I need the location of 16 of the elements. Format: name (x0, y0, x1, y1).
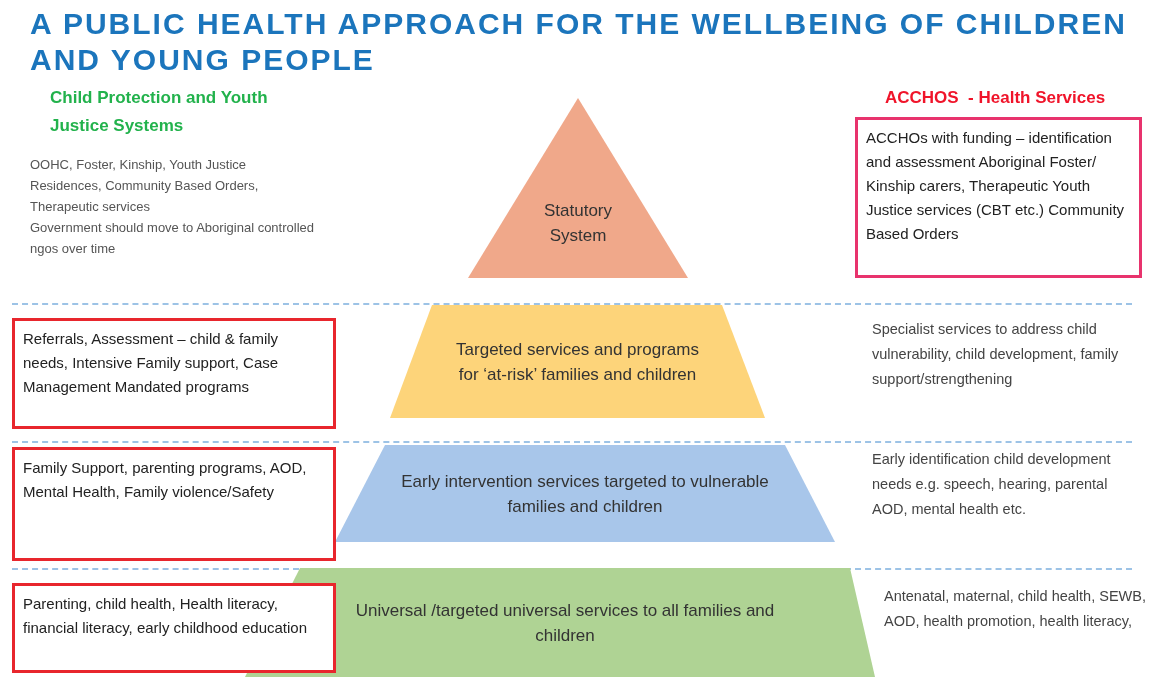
note-box: ACCHOs with funding – identification and assessment Aboriginal Foster/ Kinship carers, Therapeutic Youth Justice services (CBT etc.) Community Based Orders (855, 117, 1142, 278)
tier-label: Universal /targeted universal services to all families and children (355, 599, 775, 647)
note-text: Specialist services to address child vulnerability, child development, family support/strengthening (872, 320, 1120, 389)
tier-label: Early intervention services targeted to vulnerable families and children (400, 470, 770, 518)
note-box: Family Support, parenting programs, AOD, Mental Health, Family violence/Safety (12, 447, 336, 561)
note-text: Government should move to Aboriginal controlled ngos over time (30, 219, 315, 258)
page-title: A PUBLIC HEALTH APPROACH FOR THE WELLBEING OF CHILDREN AND YOUNG PEOPLE (30, 6, 1128, 78)
column-heading: Child Protection and Youth Justice Systems (50, 87, 269, 137)
note-box: Parenting, child health, Health literacy, financial literacy, early childhood education (12, 583, 336, 673)
tier-label: Targeted services and programs for ‘at-risk’ families and children (455, 338, 700, 386)
tier-label: Statutory System (542, 200, 613, 247)
note-text: Antenatal, maternal, child health, SEWB, AOD, health promotion, health literacy, (884, 587, 1146, 631)
column-heading: ACCHOS - Health Services (885, 87, 1107, 109)
note-box: Referrals, Assessment – child & family needs, Intensive Family support, Case Management Mandated programs (12, 318, 336, 429)
note-text: OOHC, Foster, Kinship, Youth Justice Residences, Community Based Orders, Therapeutic services (30, 156, 260, 216)
note-text: Early identification child development needs e.g. speech, hearing, parental AOD, mental health etc. (872, 450, 1112, 519)
